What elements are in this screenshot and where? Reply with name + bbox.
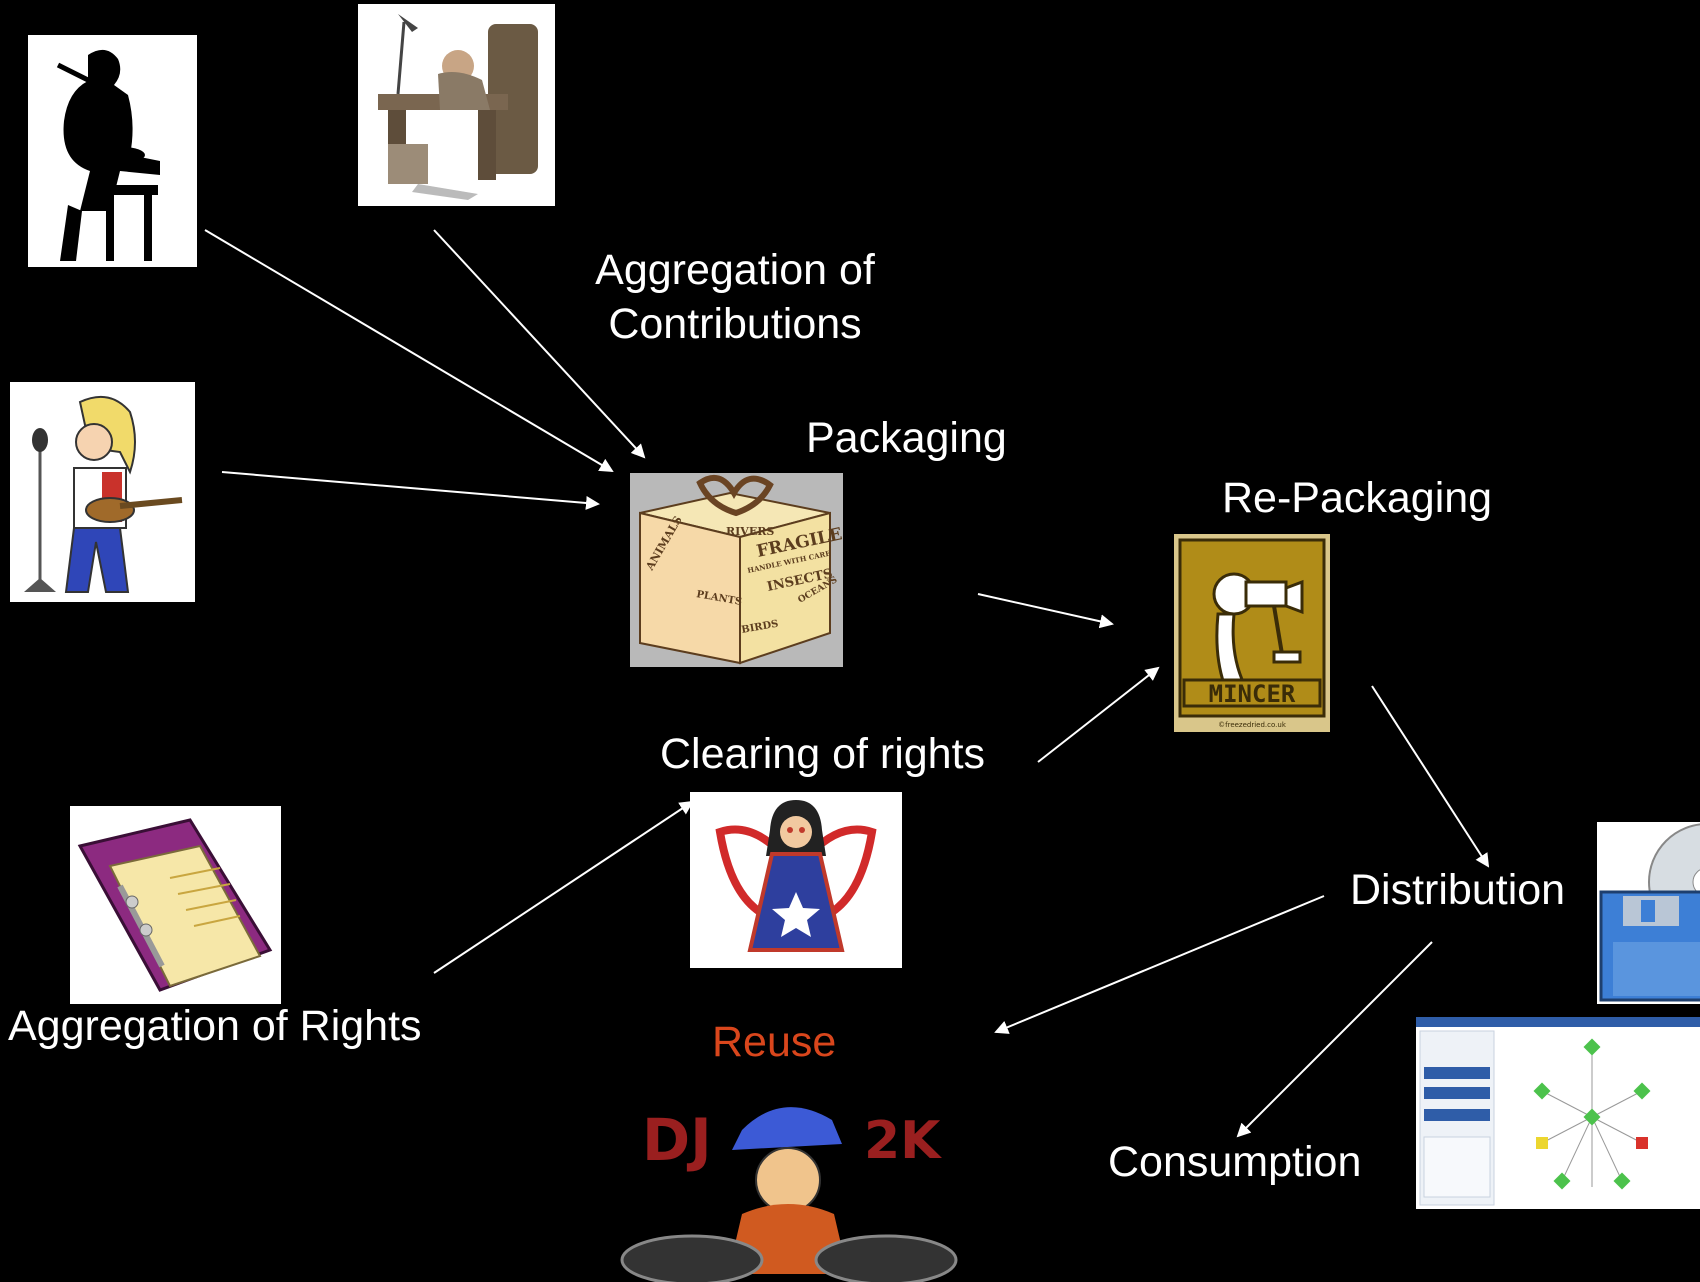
aggregation-of-rights-label: Aggregation of Rights [8, 1002, 422, 1050]
floppy-cd-image [1597, 822, 1700, 1004]
angel-doll-image [690, 792, 902, 968]
dj-left-text: DJ [642, 1106, 712, 1174]
software-screenshot-image [1416, 1017, 1700, 1209]
arrow-package-to-mincer [977, 593, 1114, 629]
repackaging-label: Re-Packaging [1222, 474, 1493, 522]
arrow-painter-to-package [204, 229, 614, 473]
clearing-of-rights-label: Clearing of rights [660, 730, 986, 778]
dj-right-text: 2K [864, 1111, 942, 1171]
aggregation-of-contributions-label: Aggregation of Contributions [595, 246, 875, 348]
arrow-writer-to-package [433, 229, 646, 459]
box-word-rivers: RIVERS [726, 525, 774, 538]
mincer-brand-text: MINCER [1209, 680, 1296, 708]
painter-silhouette-image [28, 35, 197, 267]
arrow-mincer-to-distribution [1371, 685, 1490, 868]
package-box-image: RIVERS FRAGILE HANDLE WITH CARE ANIMALS … [630, 473, 843, 667]
arrow-distribution-to-reuse [994, 895, 1325, 1034]
binder-image [70, 806, 281, 1004]
dj-cartoon-image: DJ 2K [612, 1080, 966, 1282]
singer-cartoon-image [10, 382, 195, 602]
mincer-logo-image: MINCER ©freezedried.co.uk [1174, 534, 1330, 732]
arrow-rights-to-clearing [433, 800, 694, 974]
distribution-label: Distribution [1350, 866, 1566, 914]
tired-writer-image [358, 4, 555, 206]
consumption-label: Consumption [1108, 1138, 1362, 1186]
packaging-label: Packaging [806, 414, 1007, 462]
arrow-singer-to-package [221, 471, 600, 510]
arrow-distribution-to-consumption [1236, 941, 1433, 1138]
reuse-label: Reuse [712, 1018, 837, 1066]
mincer-credit-text: ©freezedried.co.uk [1218, 721, 1287, 729]
arrow-clearing-to-mincer [1037, 666, 1160, 763]
